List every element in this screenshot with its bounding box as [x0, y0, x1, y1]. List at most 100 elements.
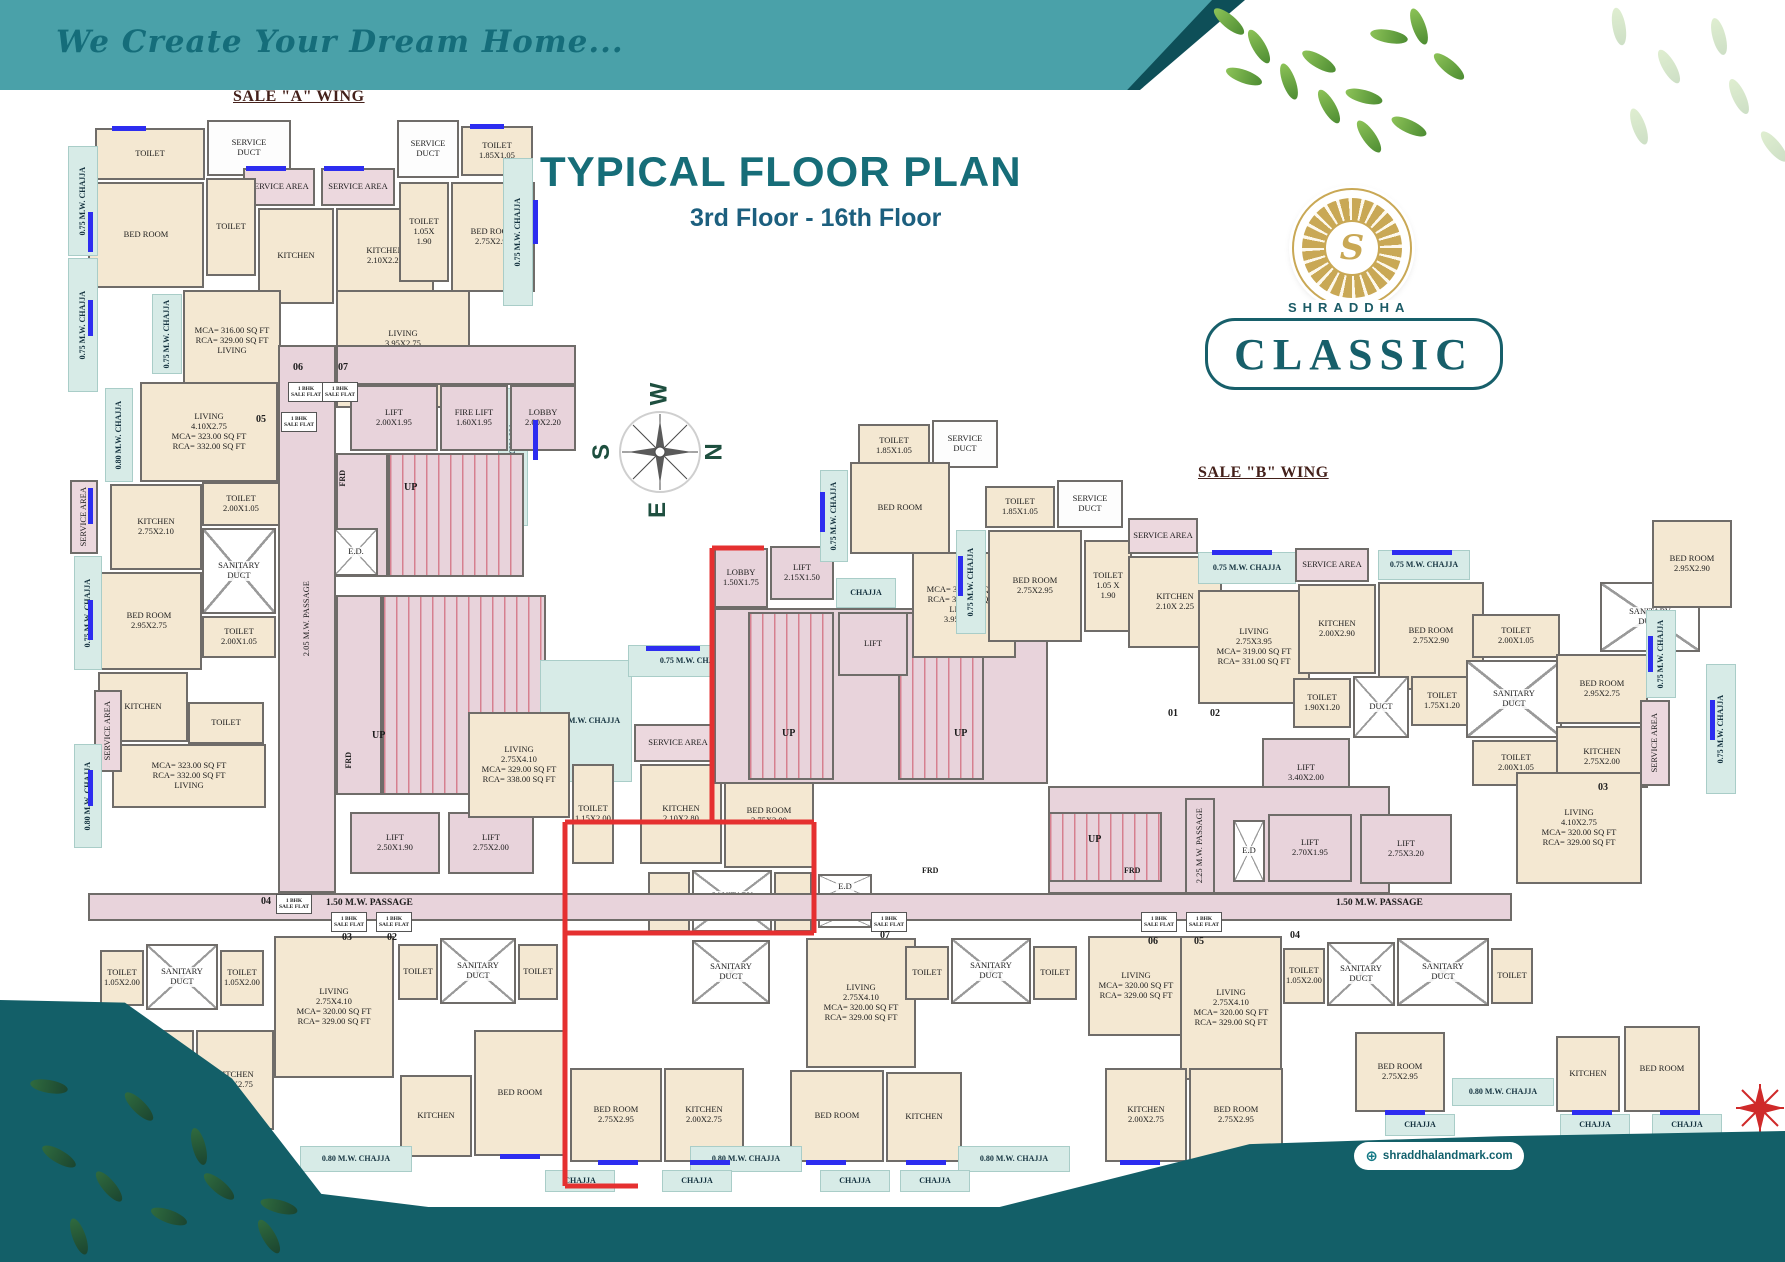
room: BED ROOM 2.75X2.95 — [570, 1068, 662, 1162]
chajja-strip: CHAJJA — [662, 1170, 732, 1192]
chajja-strip: CHAJJA — [900, 1170, 970, 1192]
duct: E.D. — [334, 528, 378, 576]
passage-area — [336, 595, 382, 795]
header-band — [0, 0, 1212, 90]
room: TOILET 1.05X2.00 — [220, 950, 264, 1006]
chajja-strip: 0.75 M.W. CHAJJA — [68, 258, 98, 392]
window-marker — [1572, 1110, 1612, 1115]
wing-heading: SALE "A" WING — [233, 88, 365, 105]
duct: E.D — [1233, 820, 1265, 882]
window-marker — [533, 420, 538, 460]
duct: SANITARY DUCT — [440, 938, 516, 1004]
unit-number: 04 — [261, 896, 271, 907]
unit-number: 02 — [387, 932, 397, 943]
chajja-strip: CHAJJA — [836, 578, 896, 608]
passage-area: LIFT 2.00X1.95 — [350, 385, 438, 451]
chajja-strip: 0.75 M.W. CHAJJA — [152, 294, 182, 374]
window-marker — [1212, 550, 1272, 555]
chajja-strip: 0.80 M.W. CHAJJA — [105, 388, 133, 482]
passage-area: FIRE LIFT 1.60X1.95 — [440, 385, 508, 451]
room: TOILET 1.85X1.05 — [858, 424, 930, 468]
passage-area: LOBBY 2.00X2.20 — [510, 385, 576, 451]
chajja-strip: 0.75 M.W. CHAJJA — [503, 158, 533, 306]
room: TOILET 1.05X 1.90 — [399, 182, 449, 282]
sale-flat-tag: 1 BHK SALE FLAT — [1186, 912, 1222, 932]
sale-flat-tag: 1 BHK SALE FLAT — [281, 412, 317, 432]
room: TOILET 2.00X1.05 — [202, 616, 276, 658]
window-marker — [1710, 700, 1715, 740]
window-marker — [88, 300, 93, 336]
room: TOILET — [206, 178, 256, 276]
room: LIVING 4.10X2.75 MCA= 323.00 SQ FT RCA= … — [140, 382, 278, 482]
duct: DUCT — [1353, 676, 1409, 738]
room: KITCHEN 2.10X2.80 — [640, 764, 722, 864]
staircase — [748, 612, 834, 780]
window-marker — [598, 1160, 638, 1165]
chajja-strip: 0.80 M.W. CHAJJA — [690, 1146, 802, 1172]
chajja-strip: 0.80 M.W. CHAJJA — [1452, 1078, 1554, 1106]
logo-monogram: S — [1324, 220, 1380, 276]
duct: SANITARY DUCT — [951, 938, 1031, 1004]
room: LIVING MCA= 320.00 SQ FT RCA= 329.00 SQ … — [1088, 936, 1184, 1036]
room: LIVING 2.75X4.10 MCA= 320.00 SQ FT RCA= … — [274, 936, 394, 1078]
room: BED ROOM 2.95X2.90 — [1652, 520, 1732, 608]
plan-label: UP — [954, 728, 968, 739]
room: TOILET — [95, 128, 205, 180]
window-marker — [1120, 1160, 1160, 1165]
room: BED ROOM 2.95X2.75 — [1556, 654, 1648, 724]
website-link[interactable]: ⊕ shraddhalandmark.com — [1354, 1142, 1524, 1170]
room: BED ROOM 2.95X2.75 — [96, 572, 202, 670]
wing-heading: SALE "B" WING — [1198, 464, 1329, 481]
unit-number: 06 — [293, 362, 303, 373]
room: MCA= 323.00 SQ FT RCA= 332.00 SQ FT LIVI… — [112, 744, 266, 808]
room: LIVING 2.75X3.95 MCA= 319.00 SQ FT RCA= … — [1198, 590, 1310, 704]
window-marker — [88, 488, 93, 524]
room: TOILET 1.05 X 1.90 — [1084, 540, 1132, 632]
plan-label: FRD — [922, 866, 939, 875]
logo-brand-main: CLASSIC — [1234, 329, 1474, 379]
window-marker — [500, 1154, 540, 1159]
window-marker — [246, 166, 286, 171]
staircase — [1048, 812, 1162, 882]
room: LIVING 4.10X2.75 MCA= 320.00 SQ FT RCA= … — [1516, 772, 1642, 884]
service-area: SERVICE AREA — [1640, 700, 1670, 786]
room: LIVING 2.75X4.10 MCA= 320.00 SQ FT RCA= … — [806, 938, 916, 1068]
page-subtitle: 3rd Floor - 16th Floor — [690, 204, 942, 232]
brand-tagline: We Create Your Dream Home... — [56, 24, 624, 60]
duct: SANITARY DUCT — [1327, 942, 1395, 1006]
window-marker — [820, 492, 825, 532]
passage-area — [88, 893, 1512, 921]
plan-label: UP — [372, 730, 386, 741]
passage-area — [336, 345, 576, 385]
passage-area: 2.05 M.W. PASSAGE — [278, 345, 336, 893]
unit-number: 02 — [1210, 708, 1220, 719]
service-duct: SERVICE DUCT — [932, 420, 998, 468]
service-area: SERVICE AREA — [1295, 548, 1369, 582]
chajja-strip: 0.75 M.W. CHAJJA — [68, 146, 98, 256]
room: TOILET 2.00X1.05 — [202, 482, 280, 526]
page-title: TYPICAL FLOOR PLAN — [540, 148, 1022, 195]
window-marker — [690, 1160, 730, 1165]
plan-label: 1.50 M.W. PASSAGE — [1336, 898, 1423, 908]
logo-brand-top: SHRADDHA — [1282, 300, 1417, 315]
window-marker — [646, 646, 700, 651]
sale-flat-tag: 1 BHK SALE FLAT — [276, 894, 312, 914]
duct: SANITARY DUCT — [692, 940, 770, 1004]
room: TOILET — [398, 944, 438, 1000]
room: BED ROOM 2.75X2.95 — [1355, 1032, 1445, 1112]
mini-compass-icon — [1736, 1084, 1784, 1132]
room: TOILET — [1491, 948, 1533, 1004]
window-marker — [470, 124, 504, 129]
plan-label: 1.50 M.W. PASSAGE — [326, 898, 413, 908]
room: TOILET — [188, 702, 264, 744]
passage-area: LIFT 2.50X1.90 — [350, 812, 440, 874]
duct: E.D — [818, 874, 872, 900]
unit-number: 03 — [1598, 782, 1608, 793]
window-marker — [806, 1160, 846, 1165]
service-area: SERVICE AREA — [1128, 518, 1198, 554]
duct: SANITARY DUCT — [146, 944, 218, 1010]
unit-number: 03 — [342, 932, 352, 943]
passage-area: LIFT — [838, 612, 908, 676]
sale-flat-tag: 1 BHK SALE FLAT — [871, 912, 907, 932]
